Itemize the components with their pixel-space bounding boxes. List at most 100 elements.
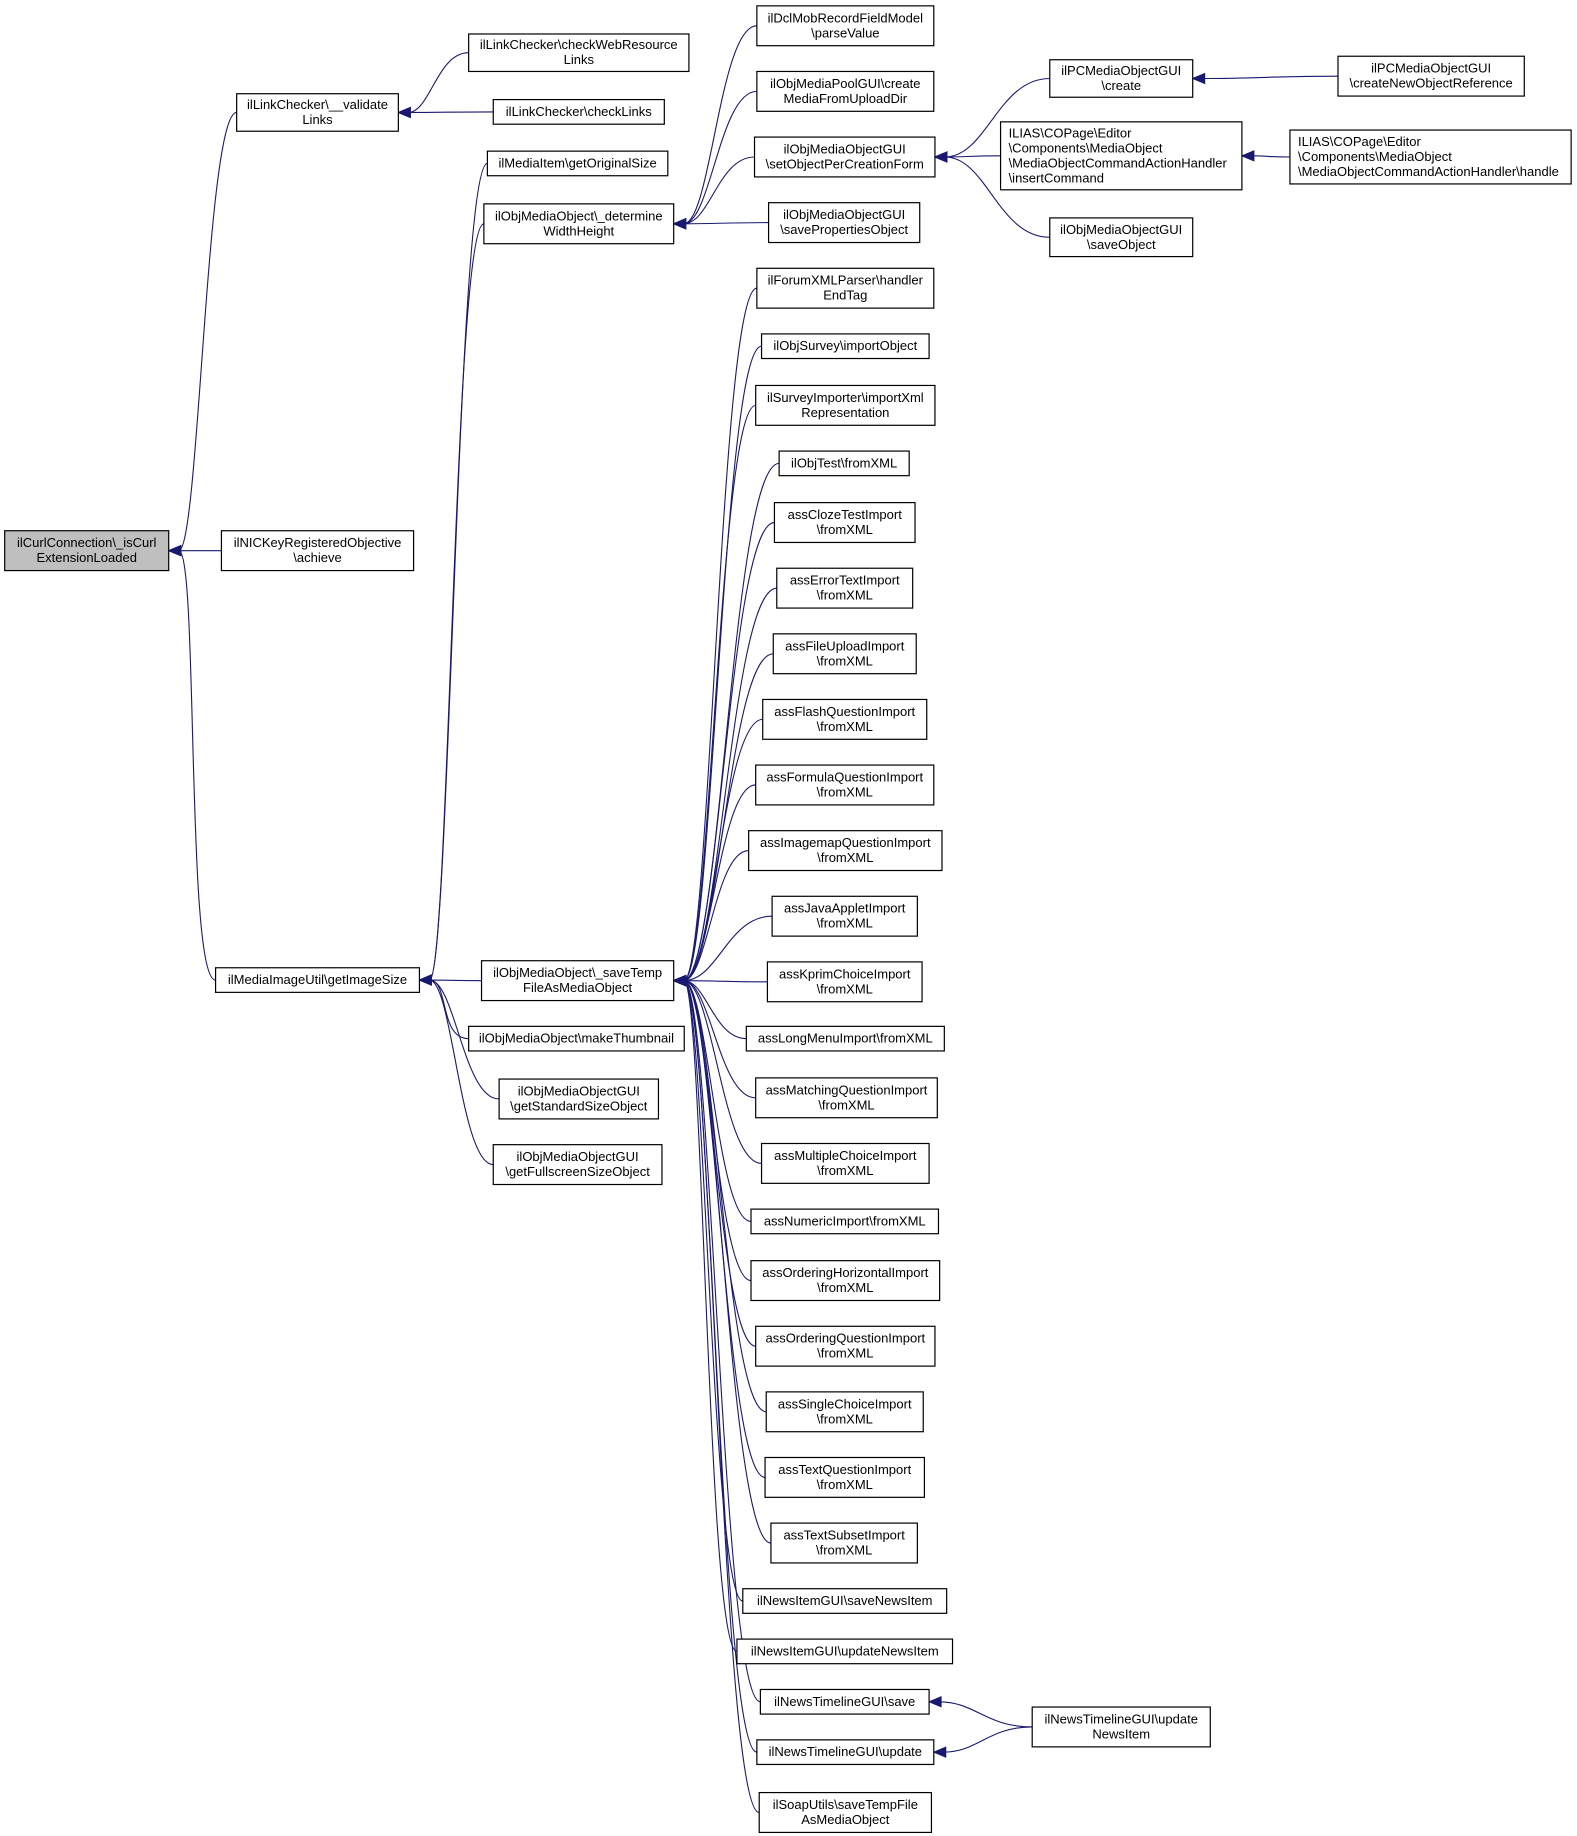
node-label: ilSurveyImporter\importXml: [767, 390, 924, 405]
node-box[interactable]: [492, 1144, 663, 1186]
node-box[interactable]: [766, 961, 923, 1003]
node-formula[interactable]: assFormulaQuestionImport\fromXML: [755, 764, 935, 806]
node-checkLinks[interactable]: ilLinkChecker\checkLinks: [492, 98, 665, 125]
node-orderingQ[interactable]: assOrderingQuestionImport\fromXML: [755, 1325, 936, 1367]
node-box[interactable]: [1049, 59, 1194, 98]
node-box[interactable]: [486, 150, 669, 177]
node-numeric[interactable]: assNumericImport\fromXML: [750, 1208, 940, 1235]
node-box[interactable]: [758, 1791, 933, 1834]
node-cloze[interactable]: assClozeTestImport\fromXML: [773, 502, 916, 544]
node-box[interactable]: [236, 93, 399, 132]
node-survey[interactable]: ilObjSurvey\importObject: [760, 333, 930, 360]
node-box[interactable]: [770, 1522, 918, 1564]
node-box[interactable]: [767, 202, 921, 244]
node-timelineUpdateNews[interactable]: ilNewsTimelineGUI\updateNewsItem: [1031, 1706, 1211, 1748]
node-box[interactable]: [1337, 55, 1525, 97]
node-fileUpload[interactable]: assFileUploadImport\fromXML: [772, 633, 917, 675]
node-box[interactable]: [759, 1688, 930, 1715]
node-getImageSize[interactable]: ilMediaImageUtil\getImageSize: [214, 967, 421, 993]
node-box[interactable]: [4, 530, 170, 572]
node-saveProps[interactable]: ilObjMediaObjectGUI\savePropertiesObject: [767, 202, 921, 244]
node-java[interactable]: assJavaAppletImport\fromXML: [771, 895, 918, 937]
node-label: \getStandardSizeObject: [510, 1098, 648, 1113]
node-box[interactable]: [498, 1078, 660, 1120]
node-single[interactable]: assSingleChoiceImport\fromXML: [765, 1391, 924, 1433]
node-box[interactable]: [468, 33, 690, 73]
node-box[interactable]: [755, 1077, 938, 1119]
node-timelineSave[interactable]: ilNewsTimelineGUI\save: [759, 1688, 930, 1715]
node-box[interactable]: [1289, 129, 1572, 185]
node-box[interactable]: [760, 1142, 930, 1184]
node-box[interactable]: [778, 450, 910, 477]
node-box[interactable]: [756, 267, 935, 309]
node-nic[interactable]: ilNICKeyRegisteredObjective\achieve: [220, 530, 415, 572]
node-textSubset[interactable]: assTextSubsetImport\fromXML: [770, 1522, 918, 1564]
node-box[interactable]: [480, 960, 675, 1002]
node-box[interactable]: [755, 764, 935, 806]
node-matching[interactable]: assMatchingQuestionImport\fromXML: [755, 1077, 938, 1119]
node-box[interactable]: [736, 1638, 954, 1665]
node-box[interactable]: [220, 530, 415, 572]
node-insertCmd[interactable]: ILIAS\COPage\Editor\Components\MediaObje…: [999, 121, 1243, 191]
node-box[interactable]: [748, 830, 943, 872]
node-kprim[interactable]: assKprimChoiceImport\fromXML: [766, 961, 923, 1003]
node-box[interactable]: [760, 333, 930, 360]
node-box[interactable]: [756, 5, 935, 47]
node-pcCreate[interactable]: ilPCMediaObjectGUI\create: [1049, 59, 1194, 98]
node-box[interactable]: [750, 1260, 941, 1302]
node-poolCreate[interactable]: ilObjMediaPoolGUI\createMediaFromUploadD…: [756, 70, 935, 112]
node-box[interactable]: [1049, 217, 1194, 258]
node-objTest[interactable]: ilObjTest\fromXML: [778, 450, 910, 477]
node-multiple[interactable]: assMultipleChoiceImport\fromXML: [760, 1142, 930, 1184]
edge-checkWeb-to-validate: [408, 52, 469, 114]
node-timelineUpdate[interactable]: ilNewsTimelineGUI\update: [756, 1739, 935, 1766]
node-box[interactable]: [999, 121, 1243, 191]
node-dclParse[interactable]: ilDclMobRecordFieldModel\parseValue: [756, 5, 935, 47]
node-longMenu[interactable]: assLongMenuImport\fromXML: [745, 1025, 945, 1052]
node-box[interactable]: [764, 1456, 926, 1498]
node-box[interactable]: [1031, 1706, 1211, 1748]
node-box[interactable]: [773, 502, 916, 544]
node-setObjPer[interactable]: ilObjMediaObjectGUI\setObjectPerCreation…: [753, 136, 936, 178]
node-box[interactable]: [762, 698, 928, 740]
node-saveTemp[interactable]: ilObjMediaObject\_saveTempFileAsMediaObj…: [480, 960, 675, 1002]
node-box[interactable]: [765, 1391, 924, 1433]
node-errorText[interactable]: assErrorTextImport\fromXML: [776, 567, 914, 609]
node-box[interactable]: [776, 567, 914, 609]
node-box[interactable]: [492, 98, 665, 125]
node-box[interactable]: [753, 136, 936, 178]
node-orderingH[interactable]: assOrderingHorizontalImport\fromXML: [750, 1260, 941, 1302]
node-imagemap[interactable]: assImagemapQuestionImport\fromXML: [748, 830, 943, 872]
node-box[interactable]: [745, 1025, 945, 1052]
node-handle[interactable]: ILIAS\COPage\Editor\Components\MediaObje…: [1289, 129, 1572, 185]
node-flash[interactable]: assFlashQuestionImport\fromXML: [762, 698, 928, 740]
node-makeThumbnail[interactable]: ilObjMediaObject\makeThumbnail: [468, 1025, 685, 1052]
node-box[interactable]: [772, 633, 917, 675]
edge-timelineUpdateNews-to-timelineSave: [939, 1701, 1033, 1728]
node-saveObject[interactable]: ilObjMediaObjectGUI\saveObject: [1049, 217, 1194, 258]
node-box[interactable]: [742, 1588, 948, 1614]
node-box[interactable]: [771, 895, 918, 937]
node-box[interactable]: [755, 1325, 936, 1367]
node-newsUpdate[interactable]: ilNewsItemGUI\updateNewsItem: [736, 1638, 954, 1665]
node-newsSave[interactable]: ilNewsItemGUI\saveNewsItem: [742, 1588, 948, 1614]
node-pcCreateNew[interactable]: ilPCMediaObjectGUI\createNewObjectRefere…: [1337, 55, 1525, 97]
node-getStandard[interactable]: ilObjMediaObjectGUI\getStandardSizeObjec…: [498, 1078, 660, 1120]
node-box[interactable]: [756, 70, 935, 112]
node-getOriginalSize[interactable]: ilMediaItem\getOriginalSize: [486, 150, 669, 177]
node-getFullscreen[interactable]: ilObjMediaObjectGUI\getFullscreenSizeObj…: [492, 1144, 663, 1186]
node-box[interactable]: [483, 203, 675, 245]
node-textQ[interactable]: assTextQuestionImport\fromXML: [764, 1456, 926, 1498]
node-box[interactable]: [214, 967, 421, 993]
node-box[interactable]: [468, 1025, 685, 1052]
node-box[interactable]: [756, 1739, 935, 1766]
node-box[interactable]: [755, 384, 936, 426]
node-box[interactable]: [750, 1208, 940, 1235]
